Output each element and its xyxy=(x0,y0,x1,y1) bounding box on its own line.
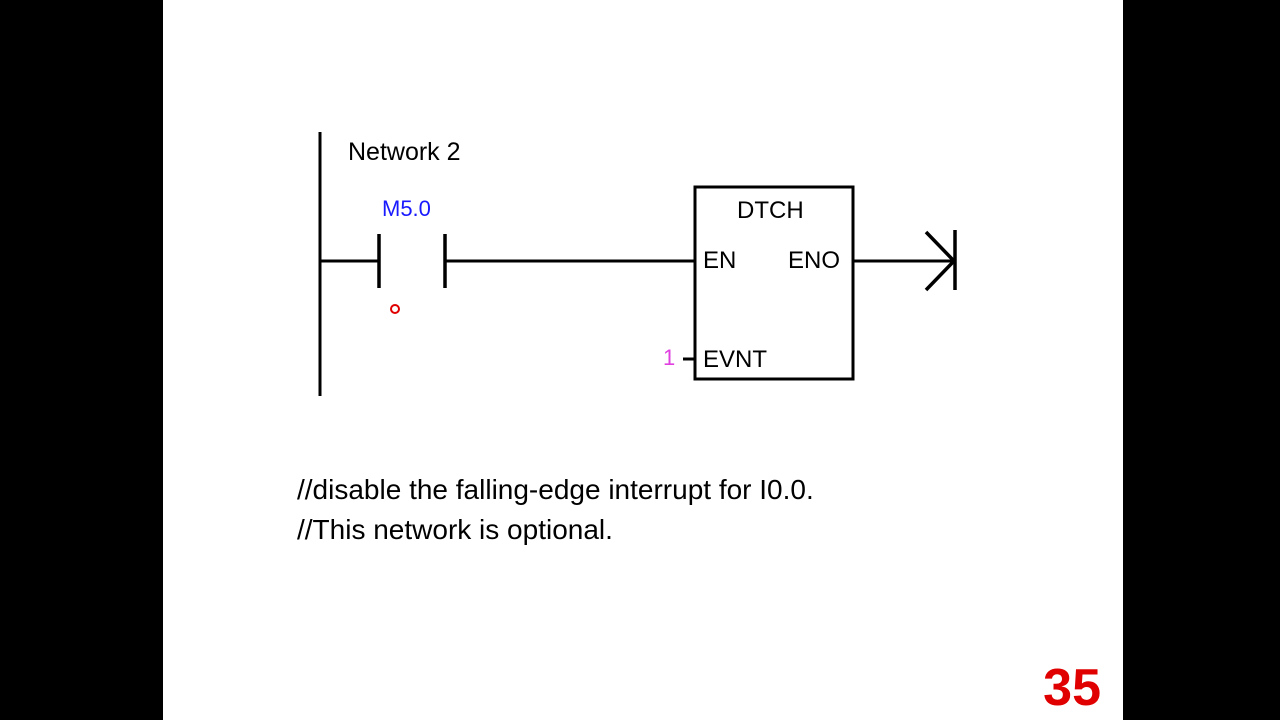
contact-address-label: M5.0 xyxy=(382,196,431,221)
dtch-block-title: DTCH xyxy=(737,197,804,224)
mouse-cursor-indicator xyxy=(390,304,400,314)
evnt-parameter-value: 1 xyxy=(663,345,676,370)
ladder-network-diagram xyxy=(318,132,957,396)
slide: Network 2 M5.0 DTCH EN ENO EVNT 1 //disa… xyxy=(163,0,1123,720)
page-number: 35 xyxy=(1043,659,1101,717)
network-title: Network 2 xyxy=(348,138,461,166)
dtch-block xyxy=(693,185,855,381)
evnt-pin-label: EVNT xyxy=(703,346,768,373)
en-pin-label: EN xyxy=(703,247,737,274)
comment-line: //disable the falling-edge interrupt for… xyxy=(297,474,814,505)
comment-line: //This network is optional. xyxy=(297,514,613,545)
eno-pin-label: ENO xyxy=(788,247,841,274)
